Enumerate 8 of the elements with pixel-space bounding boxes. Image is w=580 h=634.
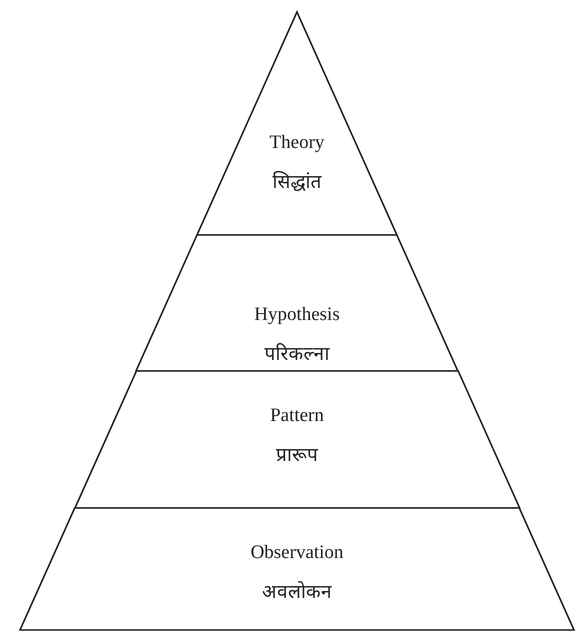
band-translation: सिद्धांत bbox=[272, 172, 322, 194]
band-translation: प्रारूप bbox=[276, 445, 318, 467]
band-translation: अवलोकन bbox=[262, 582, 332, 604]
band-title: Observation bbox=[250, 542, 344, 564]
band-title: Pattern bbox=[270, 405, 324, 427]
band-title: Theory bbox=[270, 132, 324, 154]
band-title: Hypothesis bbox=[254, 304, 340, 326]
band-translation: परिकल्ना bbox=[264, 344, 330, 366]
